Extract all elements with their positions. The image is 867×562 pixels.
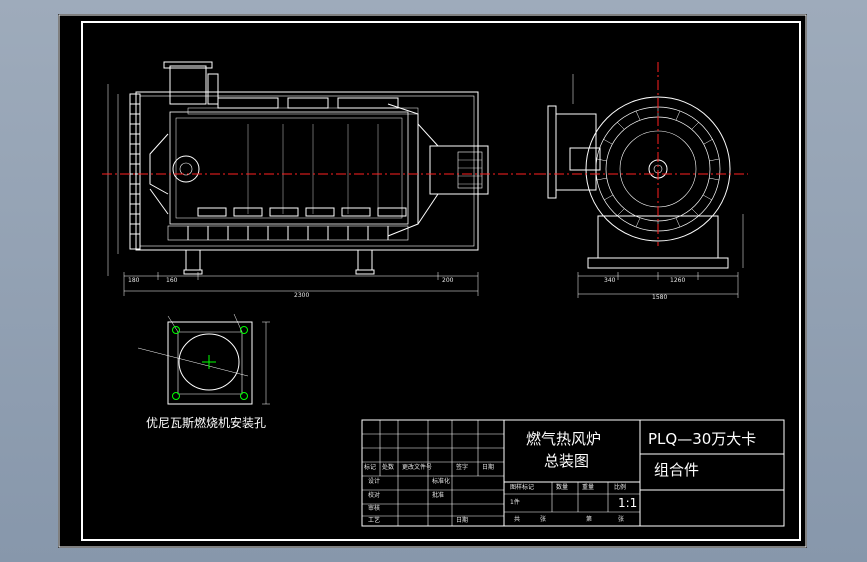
tb-date: 日期 [456,517,469,524]
burner-bolt-holes [172,326,248,400]
drawing-model: PLQ—30万大卡 [648,430,757,448]
tb-design: 设计 [368,478,381,485]
tb-mass: 重量 [582,484,595,491]
dim-180: 180 [128,277,140,284]
tb-stage: 图样标记 [510,484,535,491]
front-view [107,61,489,296]
dim-200: 200 [442,277,454,284]
drawing-svg [58,14,807,548]
centerlines [102,62,748,246]
tb-craft: 工艺 [368,517,381,524]
title-block-grid [361,419,785,527]
dim-overall-length: 2300 [294,292,310,299]
tb-col-doc: 更改文件号 [402,464,433,471]
tb-col-qty: 处数 [382,464,395,471]
burner-mount-detail [137,313,270,405]
tb-draw: 校对 [368,492,381,499]
side-view [547,74,744,298]
dim-340: 340 [604,277,616,284]
tb-page-sheets: 张 [618,516,625,523]
tb-col-date: 日期 [482,464,495,471]
tb-weight: 数量 [556,484,569,491]
tb-col-sign: 签字 [456,464,469,471]
tb-standard: 标准化 [432,478,451,485]
drawing-canvas[interactable]: 2300 180 160 200 340 1260 1580 优尼瓦斯燃烧机安装… [58,14,807,548]
dim-1580: 1580 [652,294,668,301]
tb-sheets: 张 [540,516,547,523]
dim-160: 160 [166,277,178,284]
tb-page: 第 [586,516,593,523]
tb-approve: 批准 [432,492,445,499]
drawing-title-main: 燃气热风炉 [526,430,602,448]
tb-ratio: 比例 [614,484,627,491]
tb-total: 共 [514,516,521,523]
inner-frame [81,21,801,541]
burner-caption: 优尼瓦斯燃烧机安装孔 [146,416,267,430]
drawing-assembly: 组合件 [654,461,700,479]
drawing-title-sub: 总装图 [544,452,590,470]
tb-sheet-count: 1件 [510,499,520,506]
tb-review: 审核 [368,505,381,512]
drawing-scale: 1:1 [618,496,638,510]
outer-frame [58,14,807,548]
tb-col-mark: 标记 [364,464,377,471]
dim-1260: 1260 [670,277,686,284]
